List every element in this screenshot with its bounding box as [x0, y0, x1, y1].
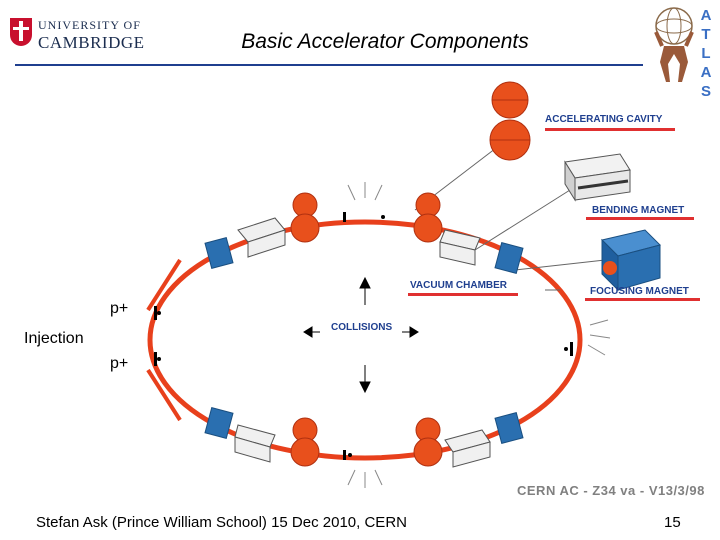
proton-label-top: p+ [110, 300, 129, 317]
focusing-magnet-ring-3 [204, 406, 234, 440]
collision-arrows [303, 276, 419, 394]
bending-magnet-ring-1 [237, 217, 286, 258]
injection-line-bottom [146, 368, 182, 422]
label-focusing-magnet-underline [585, 298, 700, 301]
accelerator-diagram: ACCELERATING CAVITY BENDING MAGNET VACUU… [140, 80, 720, 500]
cavity-ring-top-right [413, 192, 443, 243]
accelerator-ring-drawing [146, 81, 661, 488]
university-of-cambridge-logo: UNIVERSITY OF CAMBRIDGE [10, 14, 144, 54]
collision-burst-top [347, 182, 383, 201]
focusing-magnet-ring-4 [494, 411, 524, 445]
bending-magnet-large-icon [564, 153, 631, 202]
atlas-figure-icon [654, 7, 694, 82]
bending-magnet-ring-2 [439, 229, 481, 266]
leader-focusing [514, 259, 606, 271]
bending-magnet-ring-4 [444, 429, 491, 468]
vacuum-chamber-ring [147, 219, 583, 461]
bending-magnet-ring-3 [234, 424, 276, 463]
page-number: 15 [664, 514, 681, 531]
atlas-letters: A T L A S [700, 7, 712, 100]
cavity-large-icon [489, 81, 531, 161]
collision-burst-right [587, 319, 611, 356]
label-vacuum-chamber: VACUUM CHAMBER [410, 280, 508, 291]
logo-line-2: CAMBRIDGE [38, 33, 145, 52]
label-collisions: COLLISIONS [331, 322, 393, 333]
proton-label-bottom: p+ [110, 355, 129, 372]
image-credit: CERN AC - Z34 va - V13/3/98 [517, 483, 705, 498]
title-underline [15, 64, 643, 66]
logo-line-1: UNIVERSITY OF [38, 18, 141, 32]
label-bending-magnet-underline [586, 217, 694, 220]
atlas-logo: A T L A S [650, 2, 716, 100]
label-focusing-magnet: FOCUSING MAGNET [590, 286, 689, 297]
cavity-ring-top-left [290, 192, 320, 243]
focusing-magnet-ring-1 [204, 236, 234, 270]
slide-title: Basic Accelerator Components [241, 30, 529, 53]
label-accelerating-cavity-underline [545, 128, 675, 131]
collision-burst-bottom [347, 469, 383, 488]
cavity-ring-bottom-right [413, 417, 443, 467]
label-accelerating-cavity: ACCELERATING CAVITY [545, 114, 663, 125]
focusing-magnet-large-icon [601, 229, 661, 292]
leader-bending [474, 189, 571, 251]
label-bending-magnet: BENDING MAGNET [592, 205, 685, 216]
label-vacuum-chamber-underline [408, 293, 518, 296]
focusing-magnet-ring-2 [494, 241, 524, 275]
injection-line-top [146, 258, 182, 312]
cavity-ring-bottom-left [290, 417, 320, 467]
injection-point-markers [154, 212, 573, 460]
cambridge-crest-icon [10, 18, 32, 46]
injection-label: Injection [24, 330, 84, 347]
slide-footer: Stefan Ask (Prince William School) 15 De… [36, 514, 407, 531]
